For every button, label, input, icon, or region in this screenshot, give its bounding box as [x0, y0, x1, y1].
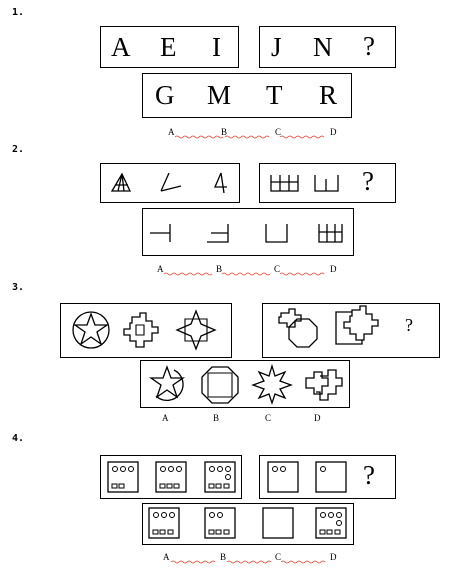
q1-option-figure-b: M [207, 80, 232, 110]
q3-option-figure-a [148, 365, 186, 402]
q4-given-figure-square-side [204, 461, 236, 493]
q2-given-figure-grid [270, 175, 299, 192]
q4-option-figure-c [262, 507, 294, 539]
q1-option-figure-a: G [155, 80, 175, 110]
q3-question-mark: ? [405, 315, 413, 335]
q4-option-figure-a [148, 507, 180, 539]
q2-option-label-b: B [216, 264, 223, 274]
q4-given-figure-square-2-3 [155, 461, 187, 493]
q1-given-letter: E [160, 32, 177, 62]
q2-given-figure-arrowlike [214, 172, 227, 194]
q4-option-label-a: A [163, 552, 170, 562]
q2-option-figure-a [150, 224, 171, 242]
q3-option-label-c: C [265, 413, 272, 423]
q3-option-label-a: A [162, 413, 169, 423]
q4-option-label-b: B [220, 552, 227, 562]
q1-option-label-d: D [330, 127, 337, 137]
q3-option-figure-d [305, 369, 343, 401]
q1-given-letter: N [313, 32, 333, 62]
q1-given-box-2 [259, 26, 396, 68]
q1-option-figure-c: T [266, 80, 283, 110]
q1-question-mark: ? [363, 31, 375, 61]
q4-option-figure-d [315, 507, 347, 539]
question-number-4: 4. [12, 433, 25, 444]
q3-option-label-d: D [314, 413, 321, 423]
q1-option-label-b: B [221, 127, 228, 137]
q2-option-figure-b [207, 224, 229, 243]
q4-option-label-d: D [330, 552, 337, 562]
q1-option-label-c: C [275, 127, 282, 137]
q2-option-figure-c [265, 224, 288, 243]
question-number-3: 3. [12, 282, 25, 293]
q4-option-label-c: C [275, 552, 282, 562]
q1-option-label-a: A [168, 127, 175, 137]
q2-given-box-2 [259, 163, 396, 203]
q3-given-figure-star-square [175, 309, 217, 351]
q2-given-figure-triangle [110, 172, 132, 192]
q3-option-figure-b [201, 366, 239, 404]
q2-option-label-c: C [274, 264, 281, 274]
q4-given-figure-square-3-2 [107, 461, 139, 493]
q3-option-label-b: B [213, 413, 220, 423]
q1-given-letter: J [271, 32, 282, 62]
q1-given-box-1 [100, 26, 239, 68]
q3-given-figure-puzzle-octagon [278, 308, 318, 348]
q1-given-letter: A [111, 32, 131, 62]
q1-option-figure-d: R [319, 80, 338, 110]
spellcheck-underline [175, 135, 325, 139]
q2-given-figure-comb [314, 175, 339, 192]
q2-option-label-a: A [157, 264, 164, 274]
q3-given-figure-puzzle-cross [123, 312, 159, 348]
q1-options-box [142, 73, 352, 118]
q4-given-figure-square-1circle [315, 461, 347, 493]
question-number-1: 1. [12, 7, 25, 18]
q4-question-mark: ? [363, 460, 375, 490]
question-number-2: 2. [12, 144, 25, 155]
q3-given-figure-circle-star [72, 311, 110, 349]
q1-given-letter: I [212, 32, 221, 62]
q2-option-label-d: D [330, 264, 337, 274]
q3-given-figure-square-puzzle [335, 305, 379, 345]
q2-question-mark: ? [362, 166, 374, 196]
q4-option-figure-b [204, 507, 236, 539]
q2-option-figure-d [318, 224, 343, 243]
spellcheck-underline [171, 560, 326, 564]
q4-given-figure-square-2circles [267, 461, 299, 493]
q3-option-figure-c [251, 363, 293, 406]
spellcheck-underline [164, 272, 325, 276]
q2-given-figure-angle [160, 172, 182, 192]
